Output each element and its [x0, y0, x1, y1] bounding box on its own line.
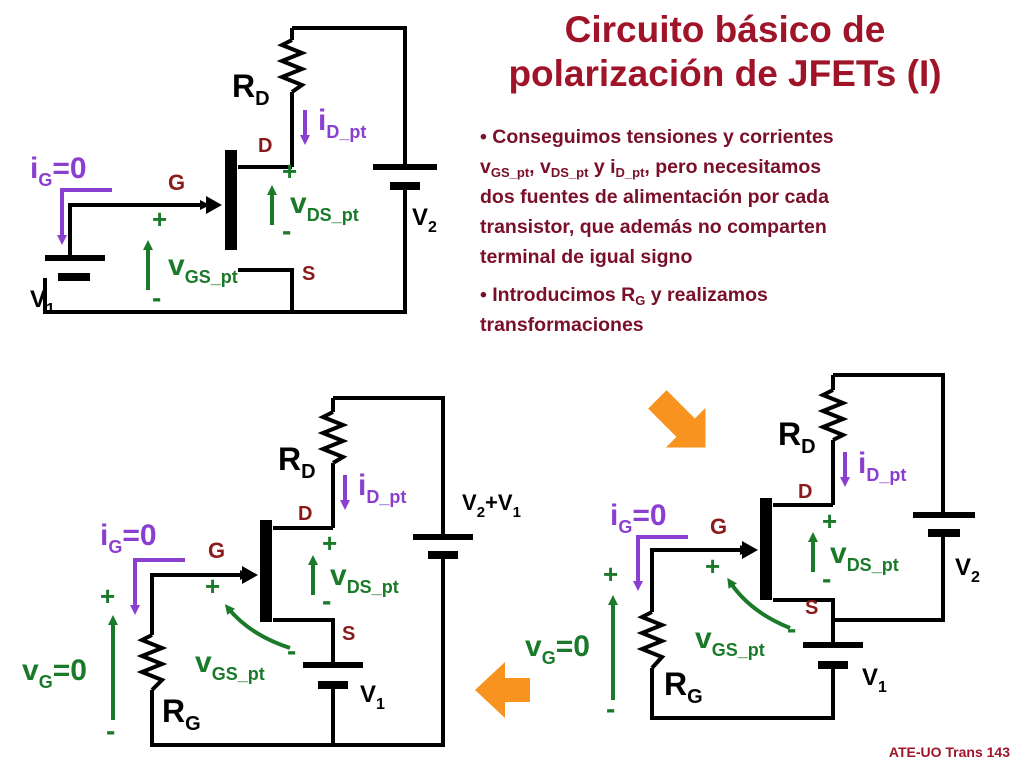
label-g: G: [710, 514, 727, 539]
label-rg: RG: [664, 666, 703, 708]
label-v2: V2: [955, 554, 980, 586]
label-vds: vDS_pt: [830, 537, 899, 575]
label-plus-ds: +: [322, 528, 337, 558]
label-d: D: [798, 481, 812, 503]
label-minus-ds: -: [282, 215, 291, 246]
label-minus-vg: -: [606, 693, 615, 724]
label-ig: iG=0: [30, 152, 87, 190]
label-vgs: vGS_pt: [195, 646, 265, 684]
label-rd: RD: [278, 441, 316, 483]
slide-title: Circuito básico de polarización de JFETs…: [490, 8, 960, 96]
label-s: S: [342, 623, 355, 645]
label-vg: vG=0: [525, 630, 590, 668]
label-minus-ds: -: [822, 563, 831, 594]
resistor-rg: [136, 633, 168, 692]
bullet-list: • Conseguimos tensiones y corrientes vGS…: [480, 122, 985, 348]
label-g: G: [208, 538, 225, 563]
resistor-rg: [636, 610, 668, 670]
wires: [650, 373, 945, 720]
label-vds: vDS_pt: [290, 187, 359, 225]
battery-v1: [303, 662, 363, 689]
label-vds: vDS_pt: [330, 559, 399, 597]
title-line-2: polarización de JFETs (I): [508, 53, 942, 94]
label-d: D: [258, 135, 272, 157]
current-arrows: [633, 452, 850, 591]
label-plus-gs: +: [205, 571, 220, 601]
label-minus-gs: -: [287, 635, 296, 666]
resistor-rd: [276, 38, 308, 94]
circuit-combined-source: RD iD_pt V2+V1 D G S iG=0 + vDS_pt - + v…: [22, 396, 521, 747]
label-minus-vg: -: [106, 715, 115, 746]
current-arrows: [57, 110, 310, 245]
label-rd: RD: [232, 68, 270, 110]
label-id: iD_pt: [318, 104, 366, 142]
resistor-rd: [317, 410, 349, 465]
voltage-arrows: [108, 555, 318, 720]
label-v2: V2: [412, 204, 437, 236]
voltage-arrows: [143, 185, 277, 290]
label-plus-vg: +: [603, 559, 618, 589]
label-ig: iG=0: [100, 519, 157, 557]
bullet-2: • Introducimos RG y realizamos transform…: [480, 284, 768, 336]
label-plus-vg: +: [100, 581, 115, 611]
resistor-rd: [817, 388, 849, 442]
label-s: S: [302, 263, 315, 285]
label-vgs: vGS_pt: [695, 622, 765, 660]
bullet-1: • Conseguimos tensiones y corrientes vGS…: [480, 126, 834, 268]
label-id: iD_pt: [358, 469, 406, 507]
voltage-arrows: [608, 532, 818, 700]
current-arrows: [130, 475, 350, 615]
slide-footer: ATE-UO Trans 143: [888, 744, 1010, 760]
label-plus-gs: +: [152, 204, 167, 234]
label-vg: vG=0: [22, 654, 87, 692]
circuit-two-sources: RD iD_pt D G S iG=0 + vDS_pt - V2 + vGS_…: [30, 26, 437, 318]
battery-v1: [45, 255, 105, 281]
label-v1: V1: [30, 286, 55, 318]
label-plus-ds: +: [282, 156, 297, 186]
wires: [43, 26, 407, 314]
label-d: D: [298, 503, 312, 525]
label-v2-plus-v1: V2+V1: [462, 490, 521, 521]
label-v1: V1: [360, 681, 385, 713]
jfet-symbol: [206, 150, 237, 250]
transform-arrow-down-right: [648, 390, 706, 448]
circuit-with-rg: RD iD_pt D G S iG=0 + vDS_pt - V2 + vGS_…: [525, 373, 980, 724]
label-plus-ds: +: [822, 506, 837, 536]
jfet-symbol: [242, 520, 272, 622]
battery-v2: [373, 164, 437, 190]
label-minus-gs: -: [787, 613, 796, 644]
wires: [150, 396, 445, 747]
label-minus-ds: -: [322, 585, 331, 616]
battery-v2-plus-v1: [413, 534, 473, 559]
label-s: S: [805, 597, 818, 619]
label-id: iD_pt: [858, 447, 906, 485]
label-g: G: [168, 170, 185, 195]
label-minus-gs: -: [152, 282, 161, 313]
label-vgs: vGS_pt: [168, 249, 238, 287]
label-plus-gs: +: [705, 551, 720, 581]
jfet-symbol: [742, 498, 772, 600]
transform-arrow-left: [475, 662, 530, 718]
battery-v2: [913, 512, 975, 537]
label-rd: RD: [778, 416, 816, 458]
label-v1: V1: [862, 664, 887, 696]
battery-v1: [803, 642, 863, 669]
label-rg: RG: [162, 693, 201, 735]
label-ig: iG=0: [610, 499, 667, 537]
title-line-1: Circuito básico de: [564, 9, 886, 50]
